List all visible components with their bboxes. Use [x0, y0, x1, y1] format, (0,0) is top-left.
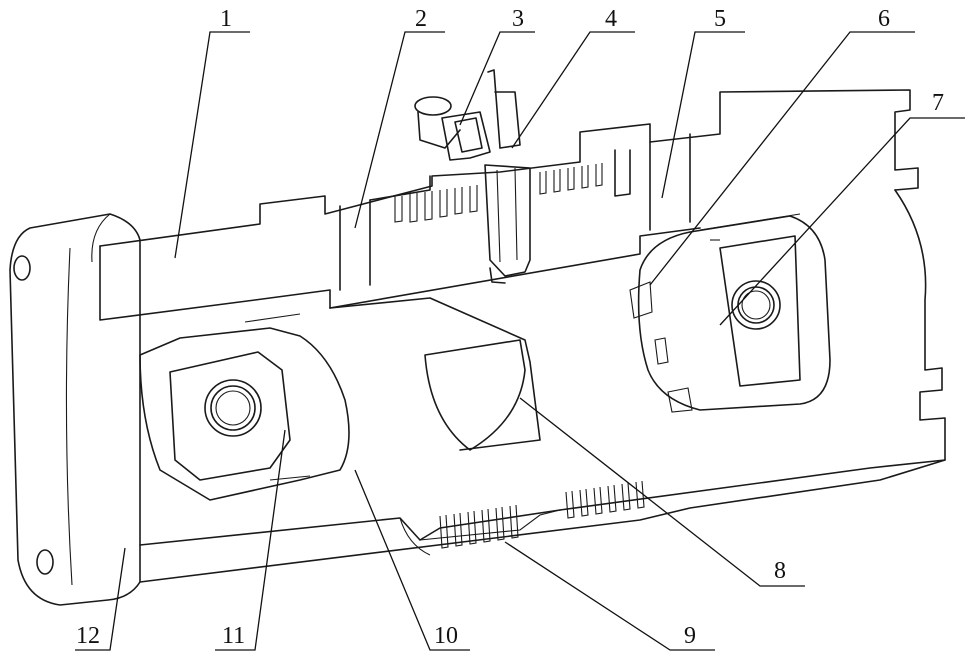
leader-8	[520, 398, 805, 586]
callout-8: 8	[774, 558, 786, 584]
leader-4	[512, 32, 635, 148]
callout-1: 1	[220, 6, 232, 32]
callout-4: 4	[605, 6, 617, 32]
callout-3: 3	[512, 6, 524, 32]
callout-10: 10	[434, 623, 458, 649]
callout-5: 5	[714, 6, 726, 32]
left-piston	[140, 314, 349, 500]
leader-5	[662, 32, 745, 198]
right-piston	[630, 214, 830, 412]
callout-labels: 1 2 3 4 5 6 7 8 9 10 11 12	[76, 6, 944, 649]
callout-2: 2	[415, 6, 427, 32]
leader-1	[175, 32, 250, 258]
cooling-fins-top	[340, 134, 690, 290]
callout-11: 11	[222, 623, 245, 649]
callout-7: 7	[932, 90, 944, 116]
callout-6: 6	[878, 6, 890, 32]
center-wedge	[425, 340, 525, 450]
callout-9: 9	[684, 623, 696, 649]
callout-12: 12	[76, 623, 100, 649]
